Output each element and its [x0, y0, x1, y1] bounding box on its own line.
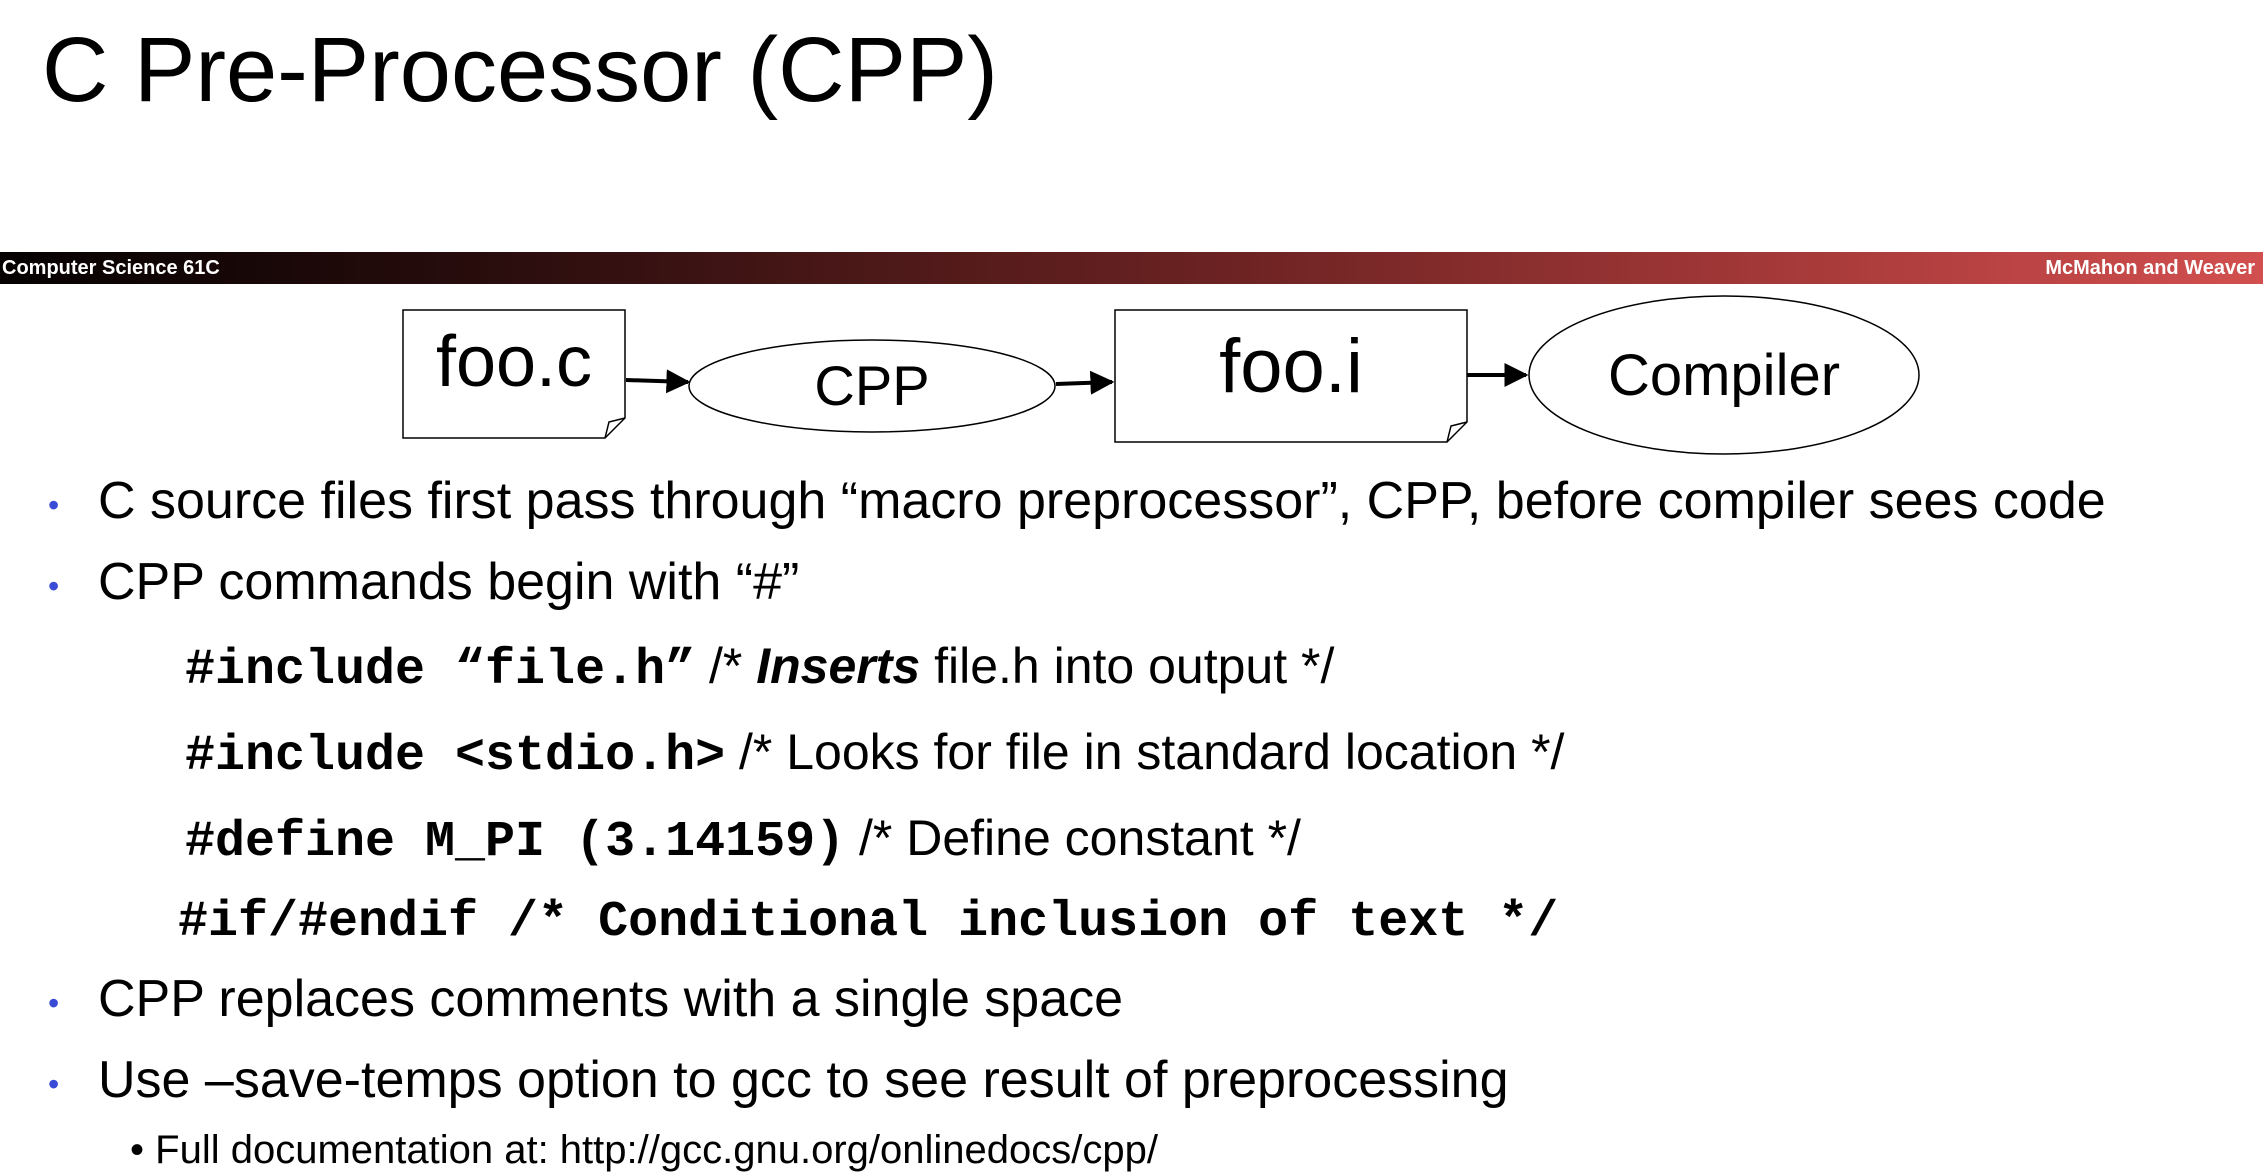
bullet-text: C source files first pass through “macro… — [98, 472, 2106, 530]
compiler-node: Compiler — [1528, 295, 1920, 455]
arrow-to-foo-i — [1055, 370, 1115, 395]
code-line-include-stdio: #include <stdio.h> /* Looks for file in … — [185, 722, 1564, 787]
bullet-text: CPP replaces comments with a single spac… — [98, 970, 1124, 1028]
course-banner: Computer Science 61C McMahon and Weaver — [0, 252, 2263, 284]
bullet-marker: • — [48, 1066, 60, 1102]
bullet-text: CPP commands begin with “#” — [98, 553, 800, 611]
code-comment-open: /* — [695, 638, 757, 694]
course-name: Computer Science 61C — [2, 257, 220, 279]
compiler-label: Compiler — [1608, 343, 1840, 408]
code-line-include-file: #include “file.h” /* Inserts file.h into… — [185, 636, 1334, 701]
code-comment-emphasis: Inserts — [756, 638, 921, 694]
foo-c-label: foo.c — [436, 322, 592, 402]
code-snippet: #define M_PI (3.14159) — [185, 814, 846, 871]
code-snippet: #if/#endif /* Conditional inclusion of t… — [178, 894, 1559, 951]
preprocessing-flow-diagram: foo.c CPP foo.i Compiler — [402, 295, 1920, 455]
cpp-node: CPP — [688, 339, 1056, 433]
sub-bullet-marker: • — [130, 1128, 145, 1172]
sub-bullet-text: Full documentation at: http://gcc.gnu.or… — [155, 1128, 1158, 1172]
arrow-to-cpp — [625, 369, 691, 394]
bullet-marker: • — [48, 568, 60, 604]
instructor-names: McMahon and Weaver — [2045, 257, 2255, 279]
code-comment: /* Looks for file in standard location *… — [725, 724, 1565, 780]
cpp-label: CPP — [814, 354, 929, 417]
code-comment: /* Define constant */ — [845, 810, 1301, 866]
slide-title: C Pre-Processor (CPP) — [42, 19, 998, 121]
code-snippet: #include <stdio.h> — [185, 728, 726, 785]
bullet-text: Use –save-temps option to gcc to see res… — [98, 1051, 1509, 1109]
foo-i-label: foo.i — [1219, 324, 1363, 409]
code-snippet: #include “file.h” — [185, 642, 696, 699]
foo-i-node: foo.i — [1114, 309, 1468, 443]
code-line-define: #define M_PI (3.14159) /* Define constan… — [185, 808, 1301, 873]
bullet-marker: • — [48, 985, 60, 1021]
foo-c-node: foo.c — [402, 309, 626, 439]
sub-bullet: • Full documentation at: http://gcc.gnu.… — [130, 1128, 1158, 1173]
code-comment: file.h into output */ — [920, 638, 1335, 694]
code-line-if-endif: #if/#endif /* Conditional inclusion of t… — [178, 888, 1558, 953]
bullet-marker: • — [48, 487, 60, 523]
